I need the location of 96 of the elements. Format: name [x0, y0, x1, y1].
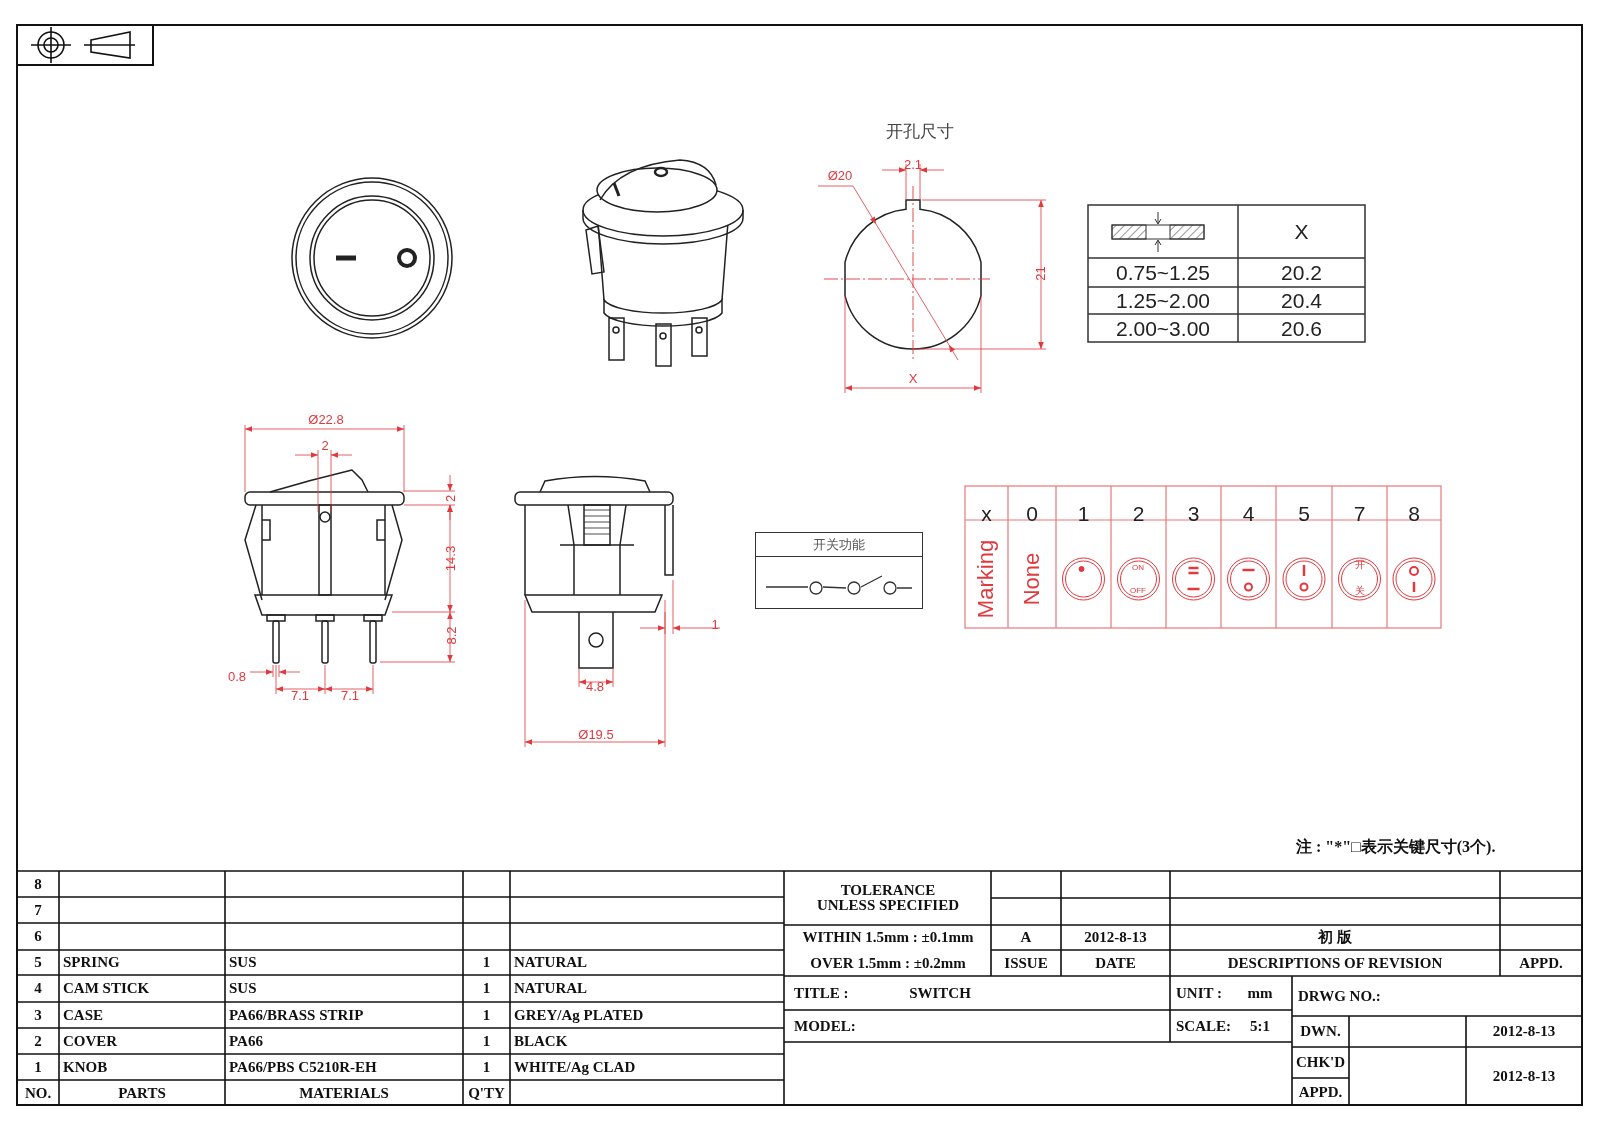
marking-code: 5 — [1298, 502, 1310, 524]
marking-code: x — [981, 502, 992, 524]
marking-code: 0 — [1026, 502, 1038, 524]
dimension-value: 7.1 — [290, 688, 310, 702]
parts-list-text: COVER — [63, 1033, 118, 1049]
parts-list-text: 1 — [482, 955, 491, 970]
marking-code: 2 — [1132, 502, 1145, 524]
title-block-text: 2012-8-13 — [1084, 930, 1147, 945]
marking-symbol-text: 关 — [1355, 586, 1365, 596]
dimension-value: Ø20 — [827, 168, 853, 182]
marking-code: 4 — [1242, 502, 1255, 524]
dimension-value: 2 — [321, 438, 329, 452]
title-block-text: APPD. — [1298, 1084, 1343, 1100]
dimension-value: Ø22.8 — [308, 412, 344, 426]
table-text: 2.00~3.00 — [1116, 317, 1210, 339]
table-text: 20.2 — [1281, 262, 1322, 283]
marking-code: 7 — [1353, 502, 1366, 524]
dimension-value: Ø19.5 — [578, 727, 614, 741]
dimension-value: 7.1 — [340, 688, 360, 702]
dimension-value: 21 — [1033, 265, 1047, 281]
title-block-text: 2012-8-13 — [1492, 1069, 1556, 1084]
parts-list-text: 5 — [34, 955, 42, 970]
title-block-text: A — [1020, 930, 1032, 945]
title-block-text: mm — [1247, 985, 1273, 1001]
parts-list-text: SUS — [229, 981, 257, 996]
parts-list-text: SUS — [229, 955, 257, 970]
parts-list-text: BLACK — [514, 1033, 568, 1049]
parts-list-text: 4 — [34, 981, 42, 996]
parts-list-text: 1 — [482, 1059, 491, 1075]
switch-function-box — [755, 532, 923, 609]
parts-list-text: NO. — [24, 1085, 52, 1101]
parts-list-text: Q'TY — [468, 1085, 505, 1101]
parts-list-text: PARTS — [118, 1085, 166, 1101]
note-text: 注 : "*"□表示关键尺寸(3个). — [1296, 839, 1496, 855]
title-block-text: APPD. — [1519, 955, 1563, 971]
title-block-text: 初 版 — [1318, 930, 1352, 945]
marking-code: 8 — [1408, 502, 1420, 524]
table-text: 1.25~2.00 — [1116, 290, 1210, 311]
title-block-text: DESCRIPTIONS OF REVISION — [1227, 955, 1443, 971]
title-block-text: MODEL: — [794, 1018, 856, 1034]
dimension-value: X — [908, 371, 918, 385]
parts-list-text: PA66 — [229, 1033, 263, 1049]
title-block-text: SWITCH — [909, 985, 971, 1001]
title-block-text: TITLE : — [794, 985, 849, 1001]
view-heading: 开孔尺寸 — [886, 122, 954, 140]
parts-list-text: NATURAL — [514, 955, 588, 970]
parts-list-text: 2 — [34, 1033, 42, 1049]
dimension-value: 1 — [711, 617, 719, 631]
parts-list-text: PA66/PBS C5210R-EH — [229, 1059, 377, 1075]
parts-list-text: GREY/Ag PLATED — [514, 1007, 644, 1023]
parts-list-text: CASE — [63, 1007, 103, 1023]
table-text: X — [1294, 221, 1309, 242]
table-text: 0.75~1.25 — [1116, 262, 1210, 283]
title-block-text: OVER 1.5mm : ±0.2mm — [810, 955, 966, 971]
parts-list-text: CAM STICK — [63, 981, 150, 996]
title-block-text: 2012-8-13 — [1492, 1024, 1556, 1039]
title-block-text: DATE — [1095, 955, 1136, 971]
marking-symbol-text: OFF — [1130, 587, 1146, 595]
box-heading: 开关功能 — [813, 535, 865, 554]
dimension-value: 2.1 — [903, 157, 923, 171]
parts-list-text: PA66/BRASS STRIP — [229, 1007, 364, 1023]
marking-symbol-text: ON — [1132, 564, 1144, 572]
dimension-value: 8.2 — [444, 625, 458, 645]
parts-list-text: 3 — [34, 1007, 42, 1023]
title-block-text: UNIT : — [1176, 985, 1222, 1001]
parts-list-text: 1 — [482, 1007, 491, 1023]
parts-list-text: 8 — [34, 876, 42, 892]
parts-list-text: 6 — [34, 929, 42, 944]
table-text: 20.4 — [1281, 290, 1322, 311]
table-text: 20.6 — [1281, 317, 1322, 339]
title-block-text: CHK'D — [1295, 1055, 1346, 1070]
title-block-text: 5:1 — [1250, 1018, 1270, 1034]
marking-symbol-text: 开 — [1355, 560, 1365, 570]
marking-code: 1 — [1077, 502, 1090, 524]
parts-list-text: NATURAL — [514, 981, 588, 996]
dimension-value: 14.3 — [444, 545, 458, 571]
parts-list-text: 1 — [482, 981, 491, 996]
marking-code: None — [1021, 552, 1043, 606]
marking-code: 3 — [1187, 502, 1200, 524]
title-block-text: SCALE: — [1176, 1018, 1231, 1034]
title-block-text: DRWG NO.: — [1298, 988, 1381, 1004]
parts-list-text: 7 — [34, 902, 42, 918]
dimension-value: 2 — [444, 494, 458, 502]
parts-list-text: 1 — [34, 1059, 42, 1075]
dimension-value: 0.8 — [227, 669, 247, 683]
parts-list-text: MATERIALS — [299, 1085, 389, 1101]
title-block-text: ISSUE — [1004, 955, 1048, 971]
parts-list-text: 1 — [482, 1033, 491, 1049]
title-block-text: DWN. — [1300, 1024, 1341, 1039]
title-block-text: WITHIN 1.5mm : ±0.1mm — [802, 930, 974, 945]
parts-list-text: KNOB — [63, 1059, 108, 1075]
parts-list-text: SPRING — [63, 955, 120, 970]
dimension-value: 4.8 — [585, 679, 605, 693]
marking-code: Marking — [975, 539, 998, 619]
title-block-text: TOLERANCE UNLESS SPECIFIED — [815, 883, 961, 913]
parts-list-text: WHITE/Ag CLAD — [514, 1059, 636, 1075]
